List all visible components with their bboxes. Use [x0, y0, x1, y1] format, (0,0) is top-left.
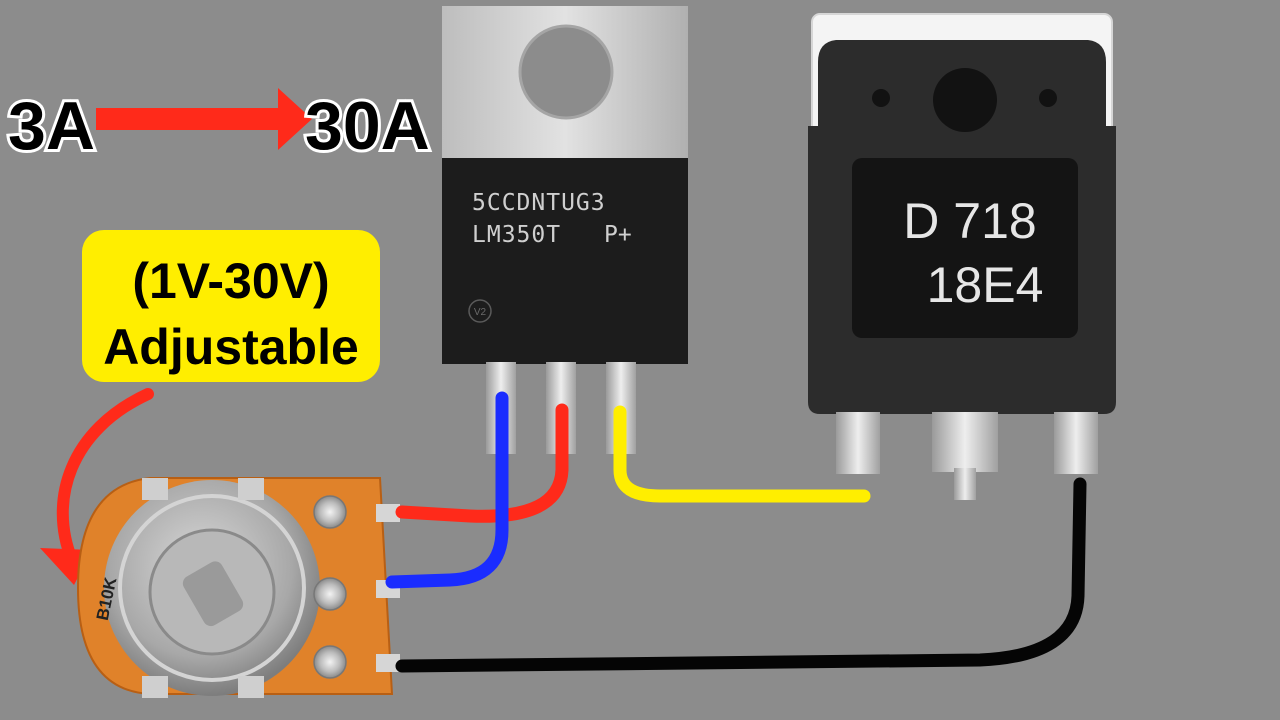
d718-transistor: D 718 18E4 [808, 13, 1116, 500]
regulator-logo-text: V2 [474, 307, 487, 318]
potentiometer-housing-ring [118, 494, 306, 682]
transistor-label-panel [852, 158, 1078, 338]
potentiometer-clip-top-left [142, 478, 168, 500]
transistor-leg-collector [932, 412, 998, 472]
b10k-potentiometer: B10K [76, 477, 400, 698]
callout-adjustable-label: Adjustable [103, 319, 359, 375]
voltage-callout: (1V-30V) Adjustable [82, 230, 380, 382]
headline-from-label: 3A [8, 88, 95, 164]
wire-blue [385, 391, 509, 589]
transistor-marking-line2: 18E4 [927, 257, 1044, 313]
potentiometer-clip-top-right [238, 478, 264, 500]
potentiometer-clip-bottom-left [142, 676, 168, 698]
transistor-marking-line1: D 718 [903, 193, 1036, 249]
regulator-marking-suffix: P+ [604, 222, 632, 248]
callout-range-label: (1V-30V) [132, 253, 329, 309]
transistor-leg-emitter [1054, 412, 1098, 474]
potentiometer-pin-1 [313, 495, 347, 529]
transistor-pin-mark-right [1039, 89, 1057, 107]
potentiometer-lead-1 [376, 504, 400, 522]
callout-background [82, 230, 380, 382]
wire-black [395, 477, 1087, 673]
transistor-leg-collector-stub [954, 468, 976, 500]
current-headline: 3A 30A [5, 85, 433, 167]
transistor-leg-base [836, 412, 880, 474]
transistor-mounting-hole [933, 68, 997, 132]
potentiometer-shaft-slot [182, 561, 244, 627]
headline-to-label: 30A [305, 88, 430, 164]
regulator-body [442, 158, 688, 364]
headline-arrow-head [278, 88, 312, 150]
potentiometer-pin-3 [313, 645, 347, 679]
wiring [385, 391, 1087, 673]
lm350t-regulator: 5CCDNTUG3 LM350T P+ V2 [442, 6, 688, 454]
regulator-marking-line1: 5CCDNTUG3 [472, 190, 606, 216]
wire-red [395, 403, 569, 523]
potentiometer-clip-bottom-right [238, 676, 264, 698]
potentiometer-lead-3 [376, 654, 400, 672]
transistor-pin-mark-left [872, 89, 890, 107]
callout-pointer-arrow [56, 388, 154, 566]
headline-arrow-shaft [96, 108, 286, 130]
regulator-mounting-hole [518, 24, 614, 120]
wire-yellow [613, 405, 871, 503]
regulator-marking-line2: LM350T [472, 222, 561, 248]
regulator-logo-circle [468, 299, 492, 323]
potentiometer-pin-2 [313, 577, 347, 611]
